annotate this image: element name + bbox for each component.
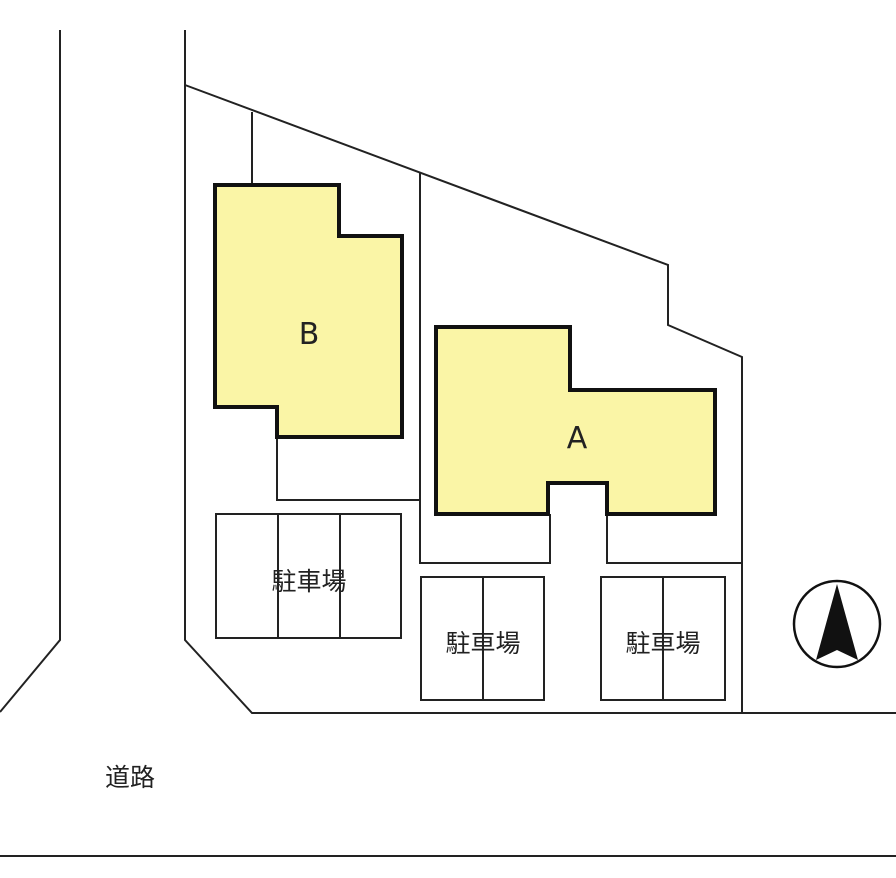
lot-boundary [184, 30, 896, 714]
parking-area-left [215, 513, 402, 639]
parking-area-right [600, 576, 726, 701]
building-a [434, 325, 717, 516]
parking-label-center: 駐車場 [445, 629, 520, 658]
building-b [213, 183, 404, 439]
parking-label-right: 駐車場 [625, 629, 700, 658]
lot-line-center [419, 173, 551, 564]
lot-line-b-south [276, 437, 420, 501]
lot-line-a-south [606, 514, 742, 564]
parking-area-center [420, 576, 545, 701]
road-label: 道路 [105, 763, 155, 792]
left-road-edge [0, 30, 61, 713]
parking-outline [215, 513, 402, 639]
north-boundary [184, 84, 743, 713]
parking-label-left: 駐車場 [271, 567, 346, 596]
building-a-label: A [567, 421, 588, 456]
building-b-label: B [299, 317, 320, 352]
north-arrow-icon [792, 579, 882, 669]
